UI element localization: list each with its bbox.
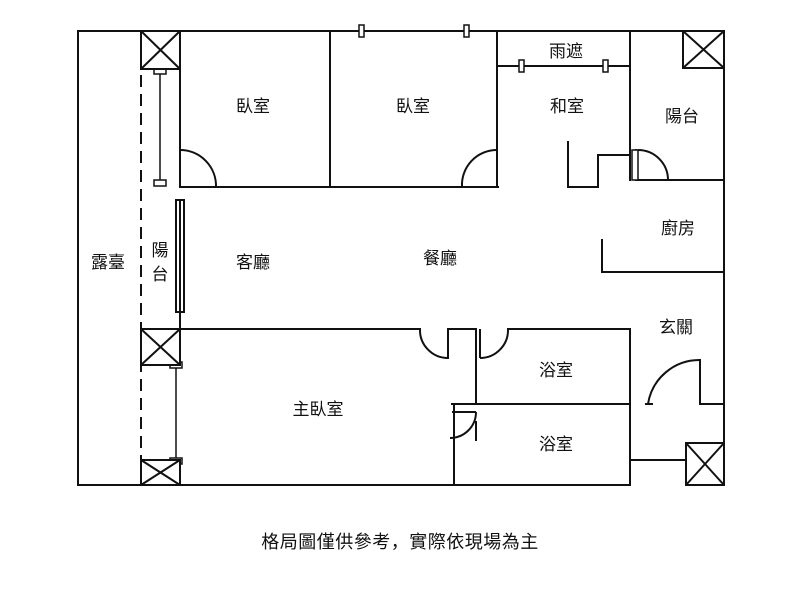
door-master	[418, 328, 449, 359]
door-bedroom-1	[179, 149, 218, 188]
room-label-balcony-left-1: 陽	[152, 241, 169, 261]
room-label-bathroom-1: 浴室	[539, 361, 573, 381]
floor-plan-caption: 格局圖僅供參考，實際依現場為主	[261, 532, 539, 553]
door-entrance	[647, 358, 701, 405]
room-label-kitchen: 廚房	[661, 218, 695, 239]
room-label-dining-room: 餐廳	[423, 249, 457, 269]
door-balcony-right	[637, 149, 669, 181]
bedroom-walls	[179, 30, 499, 188]
room-label-bedroom-1: 臥室	[236, 97, 270, 117]
door-bath-2	[449, 411, 477, 439]
room-label-living-room: 客廳	[236, 253, 270, 273]
room-label-entrance: 玄關	[659, 318, 693, 338]
duct-shaft-mid-left	[140, 328, 181, 366]
room-label-bathroom-2: 浴室	[539, 435, 573, 455]
kitchen-walls	[601, 149, 725, 273]
balcony-walls	[175, 199, 185, 330]
master-walls	[179, 328, 631, 486]
duct-shaft-bottom-left	[140, 459, 181, 486]
duct-shafts	[140, 30, 725, 486]
duct-shaft-top-left	[140, 30, 181, 70]
room-label-master-bedroom: 主臥室	[293, 400, 344, 420]
duct-shaft-top-right	[682, 30, 725, 69]
room-label-balcony-left-2: 台	[152, 265, 169, 285]
room-label-bedroom-2: 臥室	[396, 97, 430, 117]
door-bedroom-2	[460, 148, 498, 188]
windows	[153, 24, 639, 465]
door-bath-1	[479, 328, 510, 359]
duct-shaft-bottom-right	[685, 442, 725, 486]
room-label-terrace: 露臺	[91, 253, 125, 273]
room-label-tatami: 和室	[550, 97, 584, 117]
doors	[179, 148, 701, 439]
room-label-balcony-right: 陽台	[665, 107, 699, 127]
room-label-canopy: 雨遮	[549, 42, 583, 62]
